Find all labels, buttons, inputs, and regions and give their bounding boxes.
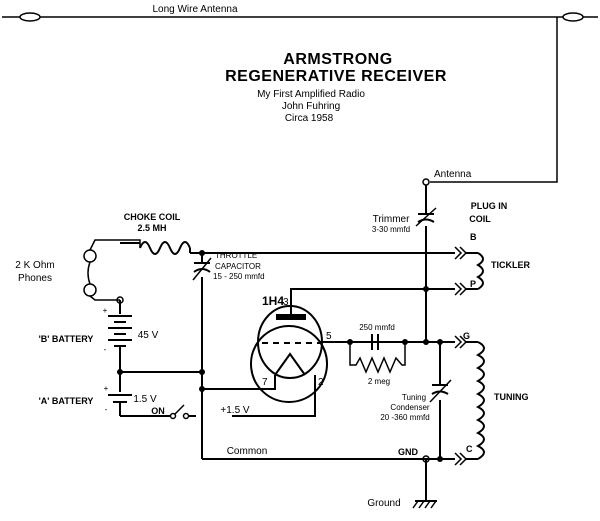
b-battery-voltage: 45 V	[138, 330, 159, 341]
b-battery: 'B' BATTERY 45 V + -	[39, 300, 159, 392]
coil-pins: B P G C	[454, 232, 477, 466]
a-plus-sign: +	[104, 384, 109, 393]
switch-on-label: ON	[151, 406, 165, 416]
throttle-value: 15 - 250 mmfd	[213, 272, 265, 281]
a-minus-sign: -	[105, 405, 108, 414]
phones-label-1: 2 K Ohm	[15, 260, 54, 271]
throttle-arrow-icon	[192, 257, 212, 281]
subtitle-line-1: My First Amplified Radio	[257, 89, 365, 100]
antenna-terminal-icon	[422, 178, 430, 186]
long-wire-label: Long Wire Antenna	[152, 4, 237, 15]
trimmer-capacitor: Trimmer 3-30 mmfd	[372, 185, 437, 234]
on-off-switch: ON +1.5 V	[151, 404, 250, 420]
subtitle-line-3: Circa 1958	[285, 113, 334, 124]
tuning-coil: TUNING	[466, 341, 529, 460]
pin-c-label: C	[466, 444, 473, 454]
filament-supply-label: +1.5 V	[220, 405, 250, 416]
pin-p-label: P	[470, 279, 476, 289]
tuning-cond-label-2: Condenser	[390, 403, 429, 412]
headphones: 2 K Ohm Phones	[15, 239, 141, 301]
phones-label-2: Phones	[18, 273, 52, 284]
a-battery-voltage: 1.5 V	[133, 394, 157, 405]
b-minus-sign: -	[104, 345, 107, 354]
tuning-cond-value: 20 -360 mmfd	[380, 413, 429, 422]
b-plus-sign: +	[103, 306, 108, 315]
pin-b-label: B	[470, 232, 477, 242]
ground-label: Ground	[367, 498, 400, 509]
tuning-arrow-icon	[429, 379, 452, 403]
tuning-cond-label-1: Tuning	[402, 393, 426, 402]
phone-earpiece-top-icon	[83, 249, 97, 263]
trimmer-label: Trimmer	[373, 214, 411, 225]
junctions	[116, 250, 443, 463]
tuning-coil-label: TUNING	[494, 392, 529, 402]
subtitle-line-2: John Fuhring	[282, 101, 340, 112]
grid-cap-value: 250 mmfd	[359, 323, 395, 332]
tuning-condenser: Tuning Condenser 20 -360 mmfd	[380, 379, 452, 422]
b-battery-label: 'B' BATTERY	[39, 334, 94, 344]
throttle-label-1: THROTTLE	[215, 251, 257, 260]
plug-in-coil-label-2: COIL	[469, 214, 491, 224]
common-label: Common	[227, 446, 268, 457]
throttle-capacitor: THROTTLE CAPACITOR 15 - 250 mmfd	[192, 251, 265, 281]
grid-capacitor-and-leak: 250 mmfd 2 meg	[348, 323, 406, 386]
phone-earpiece-bottom-icon	[83, 283, 97, 297]
tube-pin-3: 3	[283, 297, 289, 308]
tickler-coil: TICKLER	[466, 252, 530, 290]
throttle-label-2: CAPACITOR	[215, 262, 261, 271]
trimmer-value: 3-30 mmfd	[372, 225, 410, 234]
tube-pin-7: 7	[262, 377, 268, 388]
grid-leak-value: 2 meg	[368, 377, 390, 386]
choke-coil-label: CHOKE COIL	[124, 212, 181, 222]
main-wiring	[120, 226, 455, 501]
trimmer-arrow-icon	[415, 207, 437, 227]
a-battery: 'A' BATTERY 1.5 V + -	[39, 384, 170, 417]
title-line-2: REGENERATIVE RECEIVER	[225, 68, 447, 85]
right-insulator-icon	[562, 12, 584, 22]
antenna-terminal-label: Antenna	[434, 169, 472, 180]
gnd-label: GND	[398, 447, 419, 457]
long-wire-antenna: Long Wire Antenna Antenna	[2, 4, 598, 186]
vacuum-tube: 1H4 3 5 7 2	[250, 294, 332, 403]
a-battery-label: 'A' BATTERY	[39, 396, 94, 406]
tube-pin-2: 2	[318, 377, 324, 388]
title-line-1: ARMSTRONG	[283, 51, 392, 68]
choke-coil-value: 2.5 MH	[137, 223, 166, 233]
tube-pin-5: 5	[326, 331, 332, 342]
left-insulator-icon	[19, 12, 41, 22]
plug-in-coil-label-1: PLUG IN	[471, 201, 508, 211]
title-block: ARMSTRONG REGENERATIVE RECEIVER My First…	[225, 51, 447, 124]
pin-g-label: G	[463, 331, 470, 341]
choke-coil: CHOKE COIL 2.5 MH	[124, 212, 191, 255]
tickler-label: TICKLER	[491, 260, 530, 270]
tube-label: 1H4	[262, 294, 284, 308]
common-ground: Common GND Ground	[227, 446, 437, 509]
